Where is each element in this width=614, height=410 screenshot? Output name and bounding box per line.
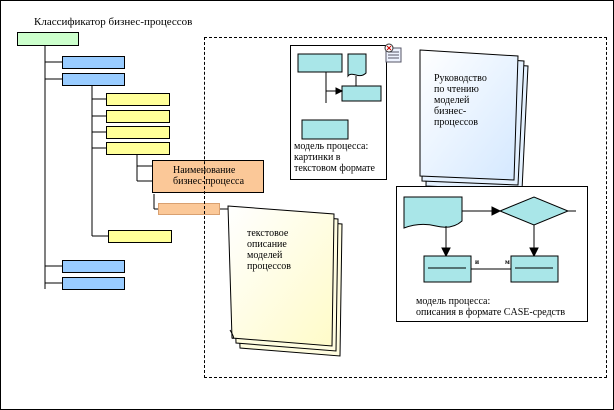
text-description-line: описание: [247, 239, 287, 250]
reading-guide-label: Руководство по чтению моделей бизнес- пр…: [434, 73, 487, 128]
repository-region: [204, 37, 607, 378]
tree-node-level1[interactable]: [62, 277, 125, 290]
text-description-line: процессов: [247, 261, 291, 272]
text-description-line: моделей: [247, 250, 283, 261]
case-arrow-label-right: м: [505, 258, 510, 266]
tree-node-level2[interactable]: [108, 230, 172, 243]
case-model-line: модель процесса:: [416, 296, 491, 307]
case-model-diagram: [403, 196, 576, 283]
text-description-line: текстовое: [247, 228, 289, 239]
reading-guide-line: по чтению: [434, 84, 479, 95]
case-model-line: описания в формате CASE-средств: [416, 307, 566, 318]
picture-model-thumbnail: [297, 53, 382, 140]
tree-node-level2[interactable]: [106, 142, 170, 155]
reading-guide-line: моделей: [434, 95, 470, 106]
picture-model-line: текстовом формате: [294, 163, 375, 174]
tree-node-level2[interactable]: [106, 126, 170, 139]
tree-node-level1[interactable]: [62, 73, 125, 86]
tree-node-level2[interactable]: [106, 93, 170, 106]
picture-model-line: модель процесса:: [294, 141, 369, 152]
text-description-doc-stack: [227, 205, 343, 357]
reading-guide-line: бизнес-: [434, 106, 467, 117]
reading-guide-doc-stack: [419, 49, 529, 191]
reading-guide-line: процессов: [434, 117, 478, 128]
classifier-title: Классификатор бизнес-процессов: [34, 16, 193, 28]
tree-node-level2[interactable]: [106, 110, 170, 123]
picture-model-label: модель процесса: картинки в текстовом фо…: [294, 141, 375, 174]
tree-node-level1[interactable]: [62, 260, 125, 273]
tree-node-level1[interactable]: [62, 56, 125, 69]
text-description-label: текстовое описание моделей процессов: [247, 228, 291, 272]
picture-model-corner-icon: [382, 43, 404, 65]
process-name-line: бизнес-процесса: [173, 176, 245, 187]
picture-model-line: картинки в: [294, 152, 341, 163]
case-arrow-label-left: и: [475, 258, 480, 266]
tree-root-node[interactable]: [17, 32, 79, 46]
reading-guide-line: Руководство: [434, 73, 487, 84]
case-model-label: модель процесса: описания в формате CASE…: [416, 296, 565, 318]
